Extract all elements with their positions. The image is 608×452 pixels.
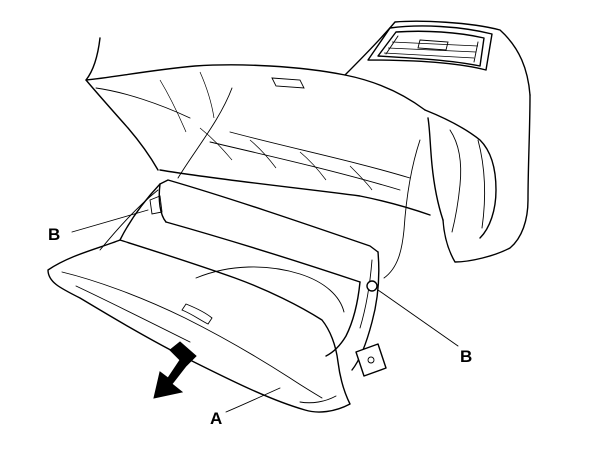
- leader-a: [225, 387, 281, 413]
- leader-lines: [71, 209, 459, 413]
- air-vent: [367, 25, 493, 71]
- callout-a: A: [210, 409, 222, 428]
- leader-b-right: [377, 289, 459, 347]
- dashboard-panel: [85, 20, 531, 263]
- arrow-down-left-icon: [153, 341, 197, 399]
- glove-box-damper-cords: [177, 87, 421, 279]
- callout-b-left: B: [48, 225, 60, 244]
- callout-b-right: B: [460, 347, 472, 366]
- glove-box-a: [47, 179, 387, 413]
- leader-b-left: [71, 209, 149, 233]
